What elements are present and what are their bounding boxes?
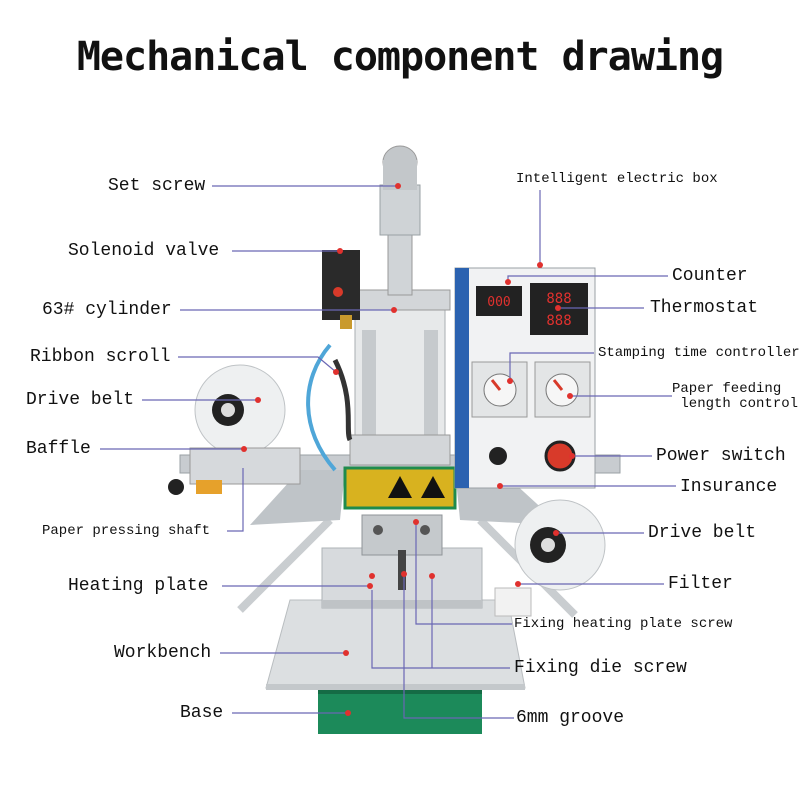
thermostat-bottom-text: 888 xyxy=(546,313,571,329)
baffle-dot xyxy=(241,446,247,452)
counter-dot xyxy=(505,279,511,285)
label-thermostat: Thermostat xyxy=(650,298,759,318)
paper-feeding-dot xyxy=(567,393,573,399)
label-insurance: Insurance xyxy=(680,477,778,497)
label-cylinder: 63# cylinder xyxy=(42,300,172,320)
label-fixing-heating-plate-screw: Fixing heating plate screw xyxy=(514,616,733,632)
label-workbench: Workbench xyxy=(114,643,212,663)
thermostat-top-text: 888 xyxy=(546,291,571,307)
insurance-dot xyxy=(497,483,503,489)
label-drive-belt-right: Drive belt xyxy=(648,523,757,543)
label-heating-plate: Heating plate xyxy=(68,576,209,596)
groove-dot xyxy=(401,571,407,577)
stamping-time-dot xyxy=(507,378,513,384)
label-groove: 6mm groove xyxy=(516,708,625,728)
drive-belt-right-dot xyxy=(553,530,559,536)
drive-belt-left-dot xyxy=(255,397,261,403)
label-paper-pressing-shaft: Paper pressing shaft xyxy=(42,523,211,539)
fuse-holder xyxy=(489,447,507,465)
fixing-die-dot-right xyxy=(429,573,435,579)
label-solenoid-valve: Solenoid valve xyxy=(68,241,220,261)
base-dot xyxy=(345,710,351,716)
solenoid-valve xyxy=(322,250,360,320)
diagram-title: Mechanical component drawing xyxy=(76,34,724,80)
label-base: Base xyxy=(180,703,224,723)
cylinder-dot xyxy=(391,307,397,313)
label-baffle: Baffle xyxy=(26,439,91,459)
label-paper-feeding: Paper feeding length control xyxy=(672,381,799,412)
fixing-die-dot-left xyxy=(369,573,375,579)
label-fixing-die-screw: Fixing die screw xyxy=(514,658,687,678)
electric-box-dot xyxy=(537,262,543,268)
workbench-dot xyxy=(343,650,349,656)
fixing-heating-plate-dot xyxy=(413,519,419,525)
label-stamping-time: Stamping time controller xyxy=(598,345,800,361)
label-ribbon-scroll: Ribbon scroll xyxy=(30,347,171,367)
piston-rod xyxy=(387,224,413,296)
solenoid-valve-dot xyxy=(337,248,343,254)
set-screw-body xyxy=(379,184,421,236)
counter-display xyxy=(476,286,522,316)
base-block xyxy=(318,688,482,734)
thermostat-dot xyxy=(555,305,561,311)
filter-dot xyxy=(515,581,521,587)
counter-display-text: 000 xyxy=(487,295,510,310)
label-power-switch: Power switch xyxy=(656,446,786,466)
set-screw-dot xyxy=(395,183,401,189)
label-drive-belt-left: Drive belt xyxy=(26,390,135,410)
label-intelligent-box: Intelligent electric box xyxy=(516,171,718,187)
heating-plate-dot xyxy=(367,583,373,589)
label-filter: Filter xyxy=(668,574,733,594)
ribbon-scroll-dot xyxy=(333,369,339,375)
label-set-screw: Set screw xyxy=(108,176,206,196)
power-switch-dot xyxy=(569,453,575,459)
label-counter: Counter xyxy=(672,266,748,286)
